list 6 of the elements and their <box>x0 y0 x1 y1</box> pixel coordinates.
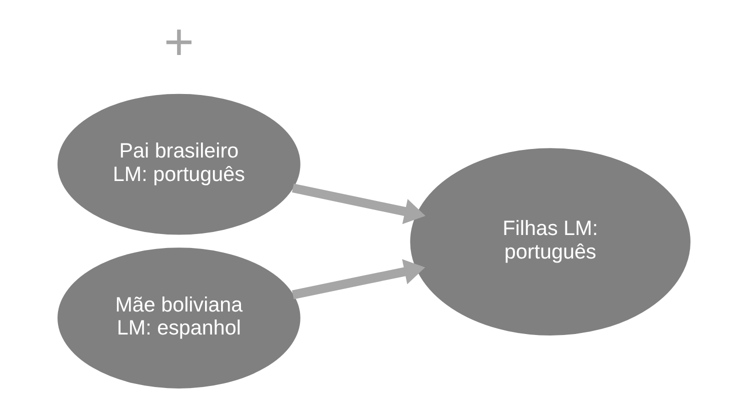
node-ellipse: Pai brasileiro LM: português <box>58 94 300 235</box>
arrow <box>292 259 426 300</box>
label: + <box>164 12 194 71</box>
arrow <box>292 184 426 224</box>
node-ellipse: Filhas LM: português <box>410 148 690 336</box>
node-ellipse: Mãe boliviana LM: espanhol <box>58 248 300 388</box>
